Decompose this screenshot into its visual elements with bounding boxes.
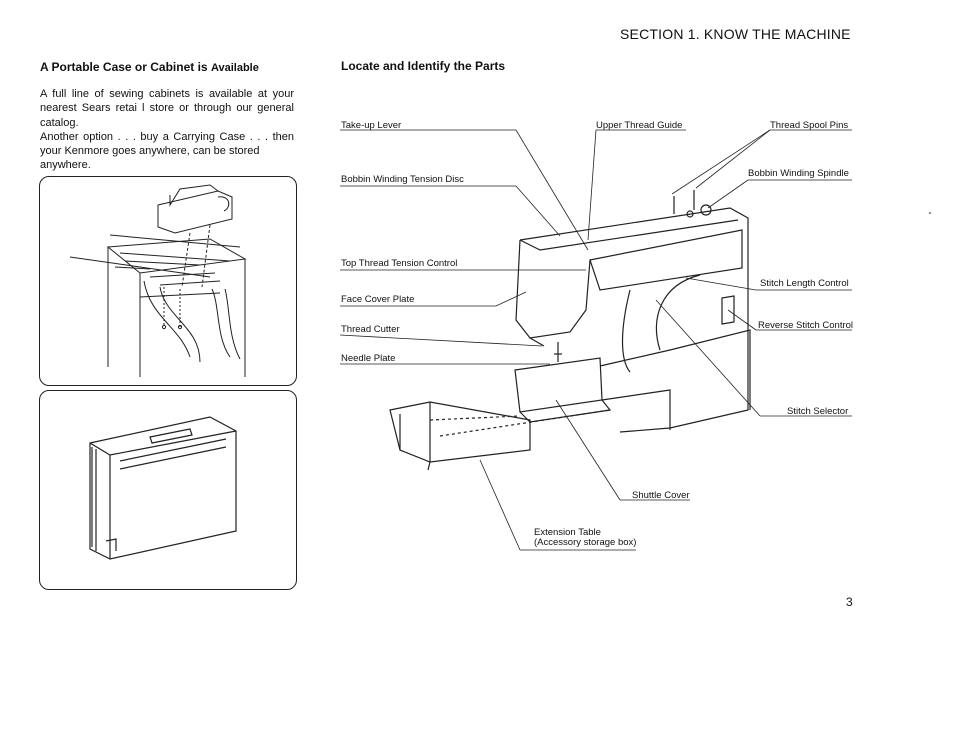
label-accessory-storage-box: (Accessory storage box)	[534, 537, 637, 548]
label-take-up-lever: Take-up Lever	[341, 120, 402, 131]
cabinet-heading-small: Available	[210, 62, 259, 74]
parts-heading: Locate and Identify the Parts	[341, 59, 506, 73]
cabinet-illustration	[39, 176, 297, 386]
carrying-case-drawing	[89, 416, 237, 560]
label-shuttle-cover: Shuttle Cover	[632, 490, 690, 501]
label-reverse-stitch-control: Reverse Stitch Control	[758, 320, 854, 331]
carrying-case-illustration	[39, 390, 297, 590]
page-number: 3	[846, 595, 853, 609]
label-extension-table: Extension Table	[534, 527, 601, 538]
label-thread-spool-pins: Thread Spool Pins	[770, 120, 849, 131]
label-needle-plate: Needle Plate	[341, 353, 396, 364]
cabinet-heading: A Portable Case or Cabinet is Available	[40, 60, 259, 74]
section-title: SECTION 1. KNOW THE MACHINE	[620, 26, 851, 42]
paragraph-cabinets: A full line of sewing cabinets is availa…	[40, 88, 294, 129]
sewing-machine-diagram: Take-up Lever Upper Thread Guide Thread …	[330, 110, 890, 560]
paragraph-option-rest: your Kenmore goes anywhere, can be store…	[40, 145, 260, 172]
label-stitch-selector: Stitch Selector	[787, 406, 849, 417]
scan-speck	[929, 212, 931, 214]
label-face-cover-plate: Face Cover Plate	[341, 294, 415, 305]
label-stitch-length-control: Stitch Length Control	[760, 278, 849, 289]
cabinet-description: A full line of sewing cabinets is availa…	[40, 87, 294, 173]
cabinet-drawing	[69, 184, 247, 377]
paragraph-option-line: Another option . . . buy a Carrying Case…	[40, 130, 294, 143]
cabinet-heading-main: A Portable Case or Cabinet is	[40, 60, 208, 74]
machine-drawing	[339, 129, 852, 551]
label-bobbin-winding-spindle: Bobbin Winding Spindle	[748, 168, 849, 179]
label-bobbin-winding-tension-disc: Bobbin Winding Tension Disc	[341, 174, 464, 185]
label-upper-thread-guide: Upper Thread Guide	[596, 120, 683, 131]
label-thread-cutter: Thread Cutter	[341, 324, 400, 335]
label-top-thread-tension-control: Top Thread Tension Control	[341, 258, 458, 269]
